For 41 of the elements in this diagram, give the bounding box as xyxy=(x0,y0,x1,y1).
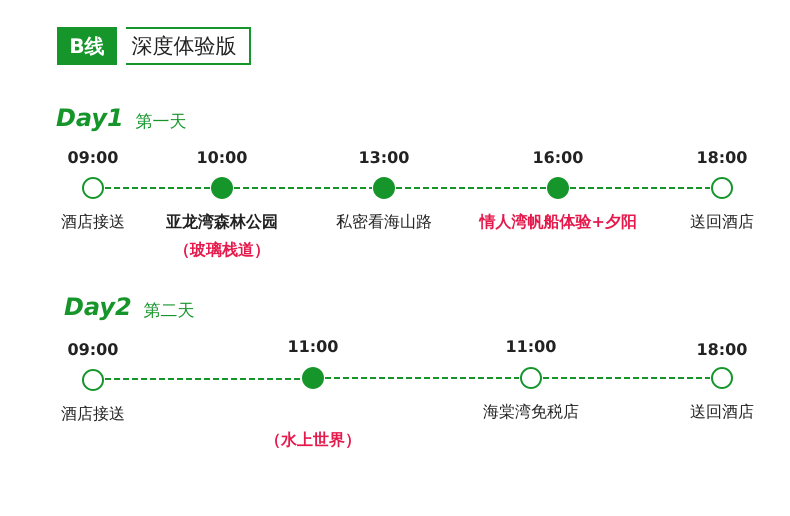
time-label: 11:00 xyxy=(288,337,338,356)
route-badge: B线 xyxy=(57,27,117,65)
filled-stop-marker xyxy=(211,177,233,199)
place-label: 亚龙湾森林公园 xyxy=(166,212,278,233)
time-label: 18:00 xyxy=(696,148,748,167)
place-note: （水上世界） xyxy=(265,430,361,451)
place-label: 海棠湾免税店 xyxy=(483,402,579,423)
day-heading: Day1 xyxy=(56,104,124,132)
filled-stop-marker xyxy=(373,177,395,199)
time-label: 09:00 xyxy=(68,148,118,167)
place-label: 情人湾帆船体验+夕阳 xyxy=(480,212,637,233)
day-heading: Day2 xyxy=(64,293,132,321)
time-label: 13:00 xyxy=(358,148,410,167)
time-label: 16:00 xyxy=(532,148,584,167)
place-label: 私密看海山路 xyxy=(336,212,432,233)
day-subheading: 第二天 xyxy=(144,300,194,322)
open-stop-marker xyxy=(711,367,733,389)
open-stop-marker xyxy=(520,367,542,389)
dashed-connector xyxy=(543,377,710,379)
time-label: 10:00 xyxy=(196,148,248,167)
filled-stop-marker xyxy=(547,177,569,199)
time-label: 18:00 xyxy=(696,340,748,359)
place-note: （玻璃栈道） xyxy=(174,240,270,261)
time-label: 11:00 xyxy=(506,337,556,356)
place-label: 酒店接送 xyxy=(61,404,125,425)
open-stop-marker xyxy=(711,177,733,199)
dashed-connector xyxy=(105,378,301,380)
dashed-connector xyxy=(105,187,210,189)
day-subheading: 第一天 xyxy=(136,111,186,133)
place-label: 送回酒店 xyxy=(690,402,754,423)
open-stop-marker xyxy=(82,369,104,391)
dashed-connector xyxy=(570,187,710,189)
place-label: 酒店接送 xyxy=(61,212,125,233)
time-label: 09:00 xyxy=(68,340,118,359)
dashed-connector xyxy=(396,187,546,189)
open-stop-marker xyxy=(82,177,104,199)
dashed-connector xyxy=(325,377,519,379)
dashed-connector xyxy=(234,187,372,189)
route-title: 深度体验版 xyxy=(126,27,250,65)
filled-stop-marker xyxy=(302,367,324,389)
place-label: 送回酒店 xyxy=(690,212,754,233)
